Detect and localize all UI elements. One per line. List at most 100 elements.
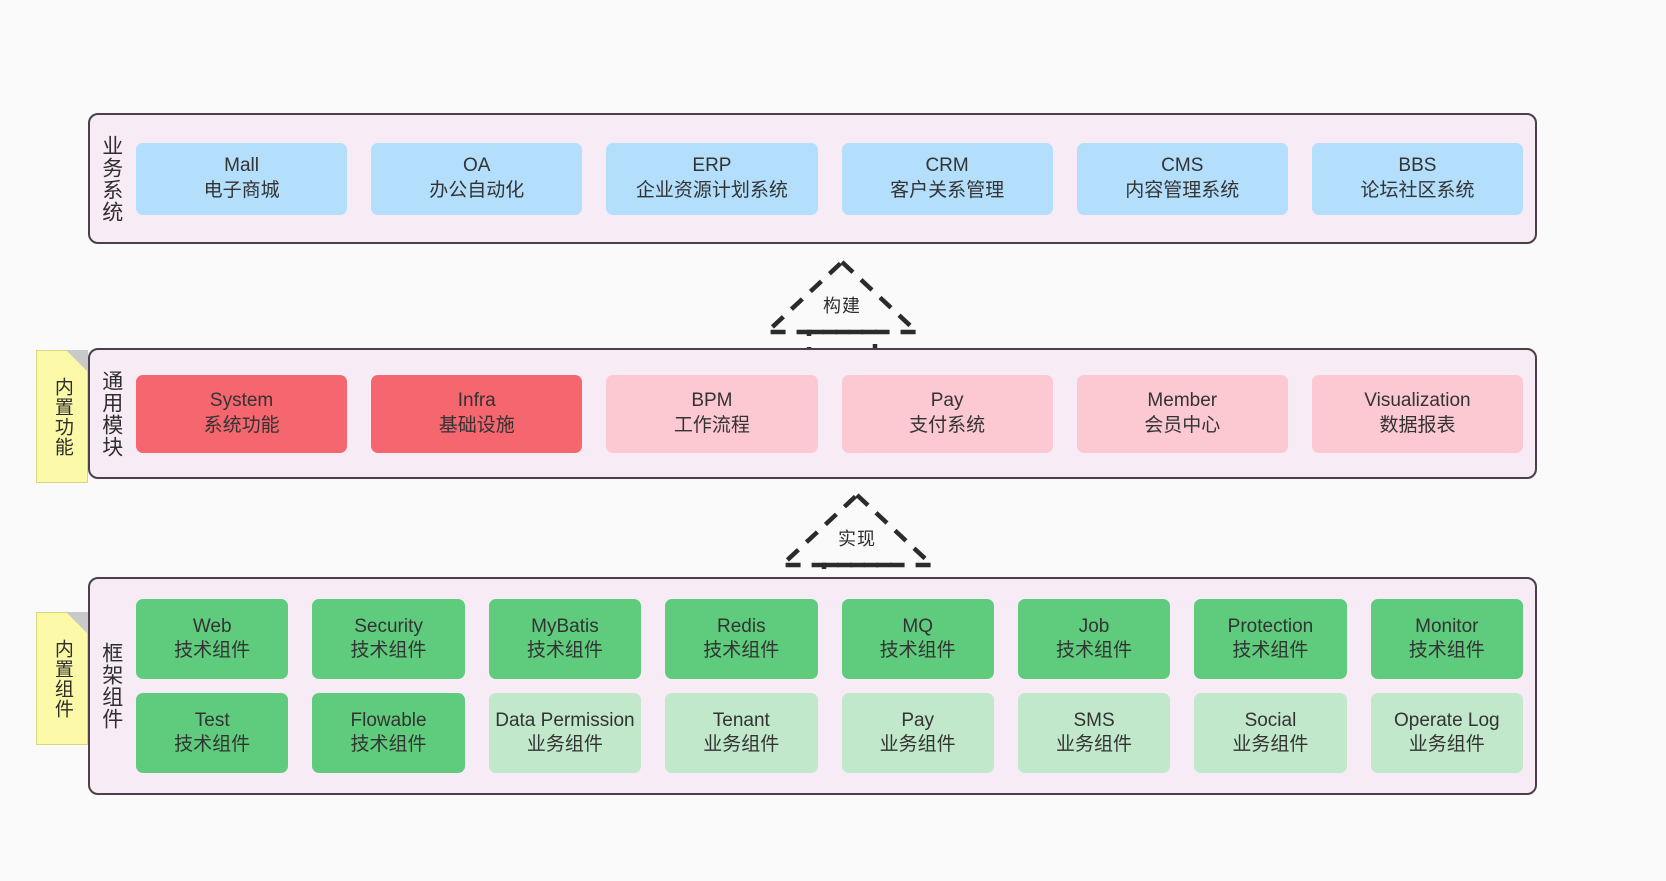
- node-bbs[interactable]: BBS 论坛社区系统: [1311, 142, 1524, 215]
- node-subtitle: 支付系统: [909, 414, 986, 436]
- node-flowable[interactable]: Flowable 技术组件: [312, 693, 465, 773]
- node-cms[interactable]: CMS 内容管理系统: [1076, 142, 1288, 215]
- node-subtitle: 客户关系管理: [890, 179, 1005, 201]
- row: Web 技术组件 Security 技术组件 MyBatis 技术组件 Redi…: [136, 599, 1523, 679]
- note-builtin-function: 内置功能: [36, 350, 88, 483]
- layer-framework-components: 框架组件 Web 技术组件 Security 技术组件 MyBatis 技术组件…: [88, 577, 1537, 795]
- node-title: MyBatis: [531, 615, 599, 637]
- node-title: Test: [194, 709, 230, 731]
- layer-body-common-modules: System 系统功能 Infra 基础设施 BPM 工作流程 Pay 支付系统…: [132, 350, 1535, 477]
- node-member[interactable]: Member 会员中心: [1076, 374, 1288, 453]
- node-web[interactable]: Web 技术组件: [136, 599, 289, 679]
- node-subtitle: 技术组件: [350, 640, 427, 661]
- node-title: Security: [354, 615, 423, 637]
- node-monitor[interactable]: Monitor 技术组件: [1370, 599, 1523, 679]
- node-pay[interactable]: Pay 支付系统: [841, 374, 1053, 453]
- node-subtitle: 技术组件: [526, 640, 603, 661]
- node-visualization[interactable]: Visualization 数据报表: [1311, 374, 1524, 453]
- node-title: System: [209, 390, 274, 412]
- node-title: Member: [1147, 390, 1218, 412]
- layer-body-framework-components: Web 技术组件 Security 技术组件 MyBatis 技术组件 Redi…: [132, 579, 1535, 793]
- node-system[interactable]: System 系统功能: [136, 374, 348, 453]
- node-subtitle: 技术组件: [174, 734, 251, 755]
- node-oa[interactable]: OA 办公自动化: [371, 142, 583, 215]
- node-operate-log[interactable]: Operate Log 业务组件: [1370, 693, 1523, 773]
- node-title: SMS: [1073, 709, 1115, 731]
- node-title: Web: [192, 615, 232, 637]
- node-title: Data Permission: [495, 709, 635, 731]
- node-title: Job: [1078, 615, 1110, 637]
- node-security[interactable]: Security 技术组件: [312, 599, 465, 679]
- node-crm[interactable]: CRM 客户关系管理: [841, 142, 1053, 215]
- node-subtitle: 技术组件: [174, 640, 251, 661]
- node-subtitle: 业务组件: [1408, 734, 1485, 755]
- node-subtitle: 技术组件: [703, 640, 780, 661]
- node-subtitle: 论坛社区系统: [1360, 179, 1475, 201]
- node-title: Pay: [930, 390, 964, 412]
- node-bpm[interactable]: BPM 工作流程: [606, 374, 818, 453]
- note-builtin-component: 内置组件: [36, 612, 88, 745]
- node-subtitle: 技术组件: [350, 734, 427, 755]
- node-title: OA: [463, 155, 491, 177]
- node-title: Mall: [224, 155, 259, 177]
- node-erp[interactable]: ERP 企业资源计划系统: [606, 142, 818, 215]
- node-job[interactable]: Job 技术组件: [1017, 599, 1171, 679]
- row: Mall 电子商城 OA 办公自动化 ERP 企业资源计划系统 CRM 客户关系…: [136, 142, 1524, 215]
- node-title: Infra: [457, 390, 496, 412]
- node-subtitle: 会员中心: [1144, 414, 1221, 436]
- connector-build: 构建: [757, 258, 927, 353]
- node-subtitle: 企业资源计划系统: [635, 179, 788, 201]
- node-title: Operate Log: [1393, 709, 1500, 731]
- node-subtitle: 业务组件: [1056, 734, 1133, 755]
- node-subtitle: 办公自动化: [429, 179, 525, 201]
- node-title: ERP: [692, 155, 732, 177]
- node-subtitle: 基础设施: [438, 414, 515, 436]
- node-title: MQ: [902, 615, 933, 637]
- node-infra[interactable]: Infra 基础设施: [371, 374, 583, 453]
- note-label: 内置组件: [51, 638, 73, 719]
- node-title: CMS: [1161, 155, 1204, 177]
- layer-title-business-systems: 业务系统: [99, 134, 123, 223]
- node-mybatis[interactable]: MyBatis 技术组件: [488, 599, 642, 679]
- node-tenant[interactable]: Tenant 业务组件: [665, 693, 818, 773]
- node-title: BPM: [691, 390, 733, 412]
- layer-business-systems: 业务系统 Mall 电子商城 OA 办公自动化 ERP 企业资源计划系统 CRM…: [88, 113, 1537, 244]
- node-data-permission[interactable]: Data Permission 业务组件: [488, 693, 642, 773]
- row: System 系统功能 Infra 基础设施 BPM 工作流程 Pay 支付系统…: [136, 374, 1524, 453]
- node-subtitle: 工作流程: [673, 414, 750, 436]
- node-title: BBS: [1398, 155, 1437, 177]
- node-title: CRM: [925, 155, 969, 177]
- node-mall[interactable]: Mall 电子商城: [136, 142, 348, 215]
- node-title: Tenant: [712, 709, 770, 731]
- node-redis[interactable]: Redis 技术组件: [665, 599, 818, 679]
- node-test[interactable]: Test 技术组件: [136, 693, 289, 773]
- node-subtitle: 技术组件: [1232, 640, 1309, 661]
- node-subtitle: 技术组件: [1408, 640, 1485, 661]
- node-subtitle: 电子商城: [203, 179, 280, 201]
- node-mq[interactable]: MQ 技术组件: [841, 599, 994, 679]
- node-title: Protection: [1227, 615, 1314, 637]
- node-social[interactable]: Social 业务组件: [1194, 693, 1347, 773]
- node-subtitle: 业务组件: [526, 734, 603, 755]
- node-subtitle: 数据报表: [1379, 414, 1456, 436]
- note-label: 内置功能: [51, 376, 73, 457]
- node-subtitle: 内容管理系统: [1125, 179, 1240, 201]
- layer-title-common-modules: 通用模块: [99, 369, 123, 458]
- node-subtitle: 系统功能: [203, 414, 280, 436]
- node-protection[interactable]: Protection 技术组件: [1194, 599, 1347, 679]
- connector-realize: 实现: [772, 491, 942, 586]
- node-subtitle: 技术组件: [1056, 640, 1133, 661]
- node-title: Social: [1244, 709, 1297, 731]
- layer-title-framework-components: 框架组件: [99, 642, 123, 730]
- node-title: Redis: [717, 615, 766, 637]
- node-pay-business[interactable]: Pay 业务组件: [841, 693, 994, 773]
- node-subtitle: 业务组件: [703, 734, 780, 755]
- node-title: Flowable: [350, 709, 427, 731]
- node-sms[interactable]: SMS 业务组件: [1017, 693, 1171, 773]
- node-title: Visualization: [1364, 390, 1471, 412]
- layer-common-modules: 通用模块 System 系统功能 Infra 基础设施 BPM 工作流程 Pay…: [88, 348, 1537, 479]
- layer-body-business-systems: Mall 电子商城 OA 办公自动化 ERP 企业资源计划系统 CRM 客户关系…: [132, 115, 1535, 242]
- node-subtitle: 技术组件: [879, 640, 956, 661]
- row: Test 技术组件 Flowable 技术组件 Data Permission …: [136, 693, 1523, 773]
